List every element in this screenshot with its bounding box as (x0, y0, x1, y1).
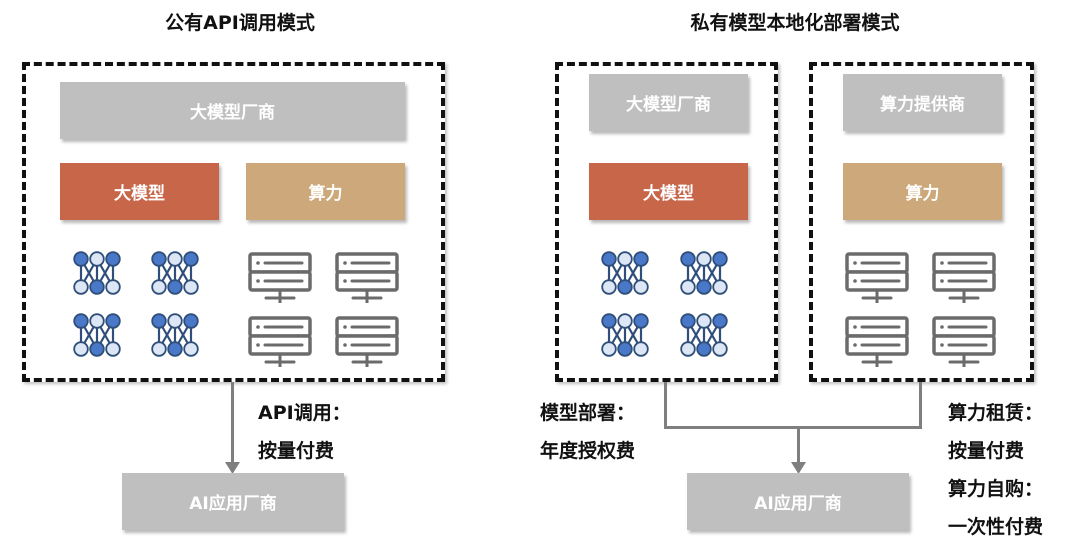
right-arrow-shaft (797, 426, 800, 464)
left-panel-title: 公有API调用模式 (165, 12, 315, 34)
left-ai-app-vendor-label: AI应用厂商 (189, 494, 277, 514)
neural-network-icon (601, 251, 649, 295)
right-compute-vendor-label: 算力提供商 (880, 95, 965, 115)
right-ai-app-vendor-box: AI应用厂商 (687, 473, 909, 530)
right-model-payment-line-1: 模型部署： (540, 402, 636, 424)
right-compute-payment-line-4: 一次性付费 (948, 516, 1044, 538)
right-model-box: 大模型 (589, 163, 748, 220)
neural-network-icon (151, 251, 199, 295)
right-compute-container (809, 62, 1034, 382)
left-payment-label: API调用： 按量付费 (258, 394, 351, 470)
right-compute-vendor-box: 算力提供商 (843, 74, 1002, 131)
right-model-payment-line-2: 年度授权费 (540, 440, 636, 462)
right-model-label: 大模型 (643, 184, 694, 204)
server-icon (335, 252, 399, 303)
right-compute-payment-line-2: 按量付费 (948, 440, 1025, 462)
left-ai-app-vendor-box: AI应用厂商 (122, 473, 344, 530)
neural-network-icon (73, 251, 121, 295)
left-model-label: 大模型 (114, 184, 165, 204)
server-icon (845, 252, 909, 303)
right-model-container (555, 62, 778, 382)
server-icon (248, 252, 312, 303)
left-model-box: 大模型 (60, 163, 219, 220)
neural-network-icon (680, 313, 728, 357)
left-vendor-box: 大模型厂商 (60, 82, 405, 139)
right-ai-app-vendor-label: AI应用厂商 (754, 494, 842, 514)
left-arrow-head-icon (225, 462, 240, 474)
left-arrow-shaft (231, 382, 234, 464)
server-icon (845, 316, 909, 367)
server-icon (932, 252, 996, 303)
left-payment-line-2: 按量付费 (258, 440, 335, 462)
neural-network-icon (73, 313, 121, 357)
right-compute-label: 算力 (905, 184, 940, 204)
right-compute-payment-label: 算力租赁： 按量付费 算力自购： 一次性付费 (948, 394, 1043, 546)
neural-network-icon (151, 313, 199, 357)
right-model-payment-label: 模型部署： 年度授权费 (540, 394, 635, 470)
server-icon (932, 316, 996, 367)
right-compute-payment-line-1: 算力租赁： (948, 402, 1044, 424)
server-icon (248, 316, 312, 367)
left-vendor-label: 大模型厂商 (190, 103, 275, 123)
right-model-vendor-label: 大模型厂商 (626, 95, 711, 115)
server-icon (335, 316, 399, 367)
right-model-vendor-box: 大模型厂商 (589, 74, 748, 131)
left-payment-line-1: API调用： (258, 402, 351, 424)
left-compute-label: 算力 (308, 184, 343, 204)
right-compute-payment-line-3: 算力自购： (948, 478, 1044, 500)
left-provider-container (22, 62, 445, 382)
neural-network-icon (601, 313, 649, 357)
right-panel-title: 私有模型本地化部署模式 (690, 12, 900, 34)
right-arrow-head-icon (791, 462, 806, 474)
right-connector-left-drop (664, 382, 667, 428)
left-compute-box: 算力 (246, 163, 405, 220)
neural-network-icon (680, 251, 728, 295)
right-connector-horizontal (664, 426, 922, 429)
right-compute-box: 算力 (843, 163, 1002, 220)
right-connector-right-drop (919, 382, 922, 428)
